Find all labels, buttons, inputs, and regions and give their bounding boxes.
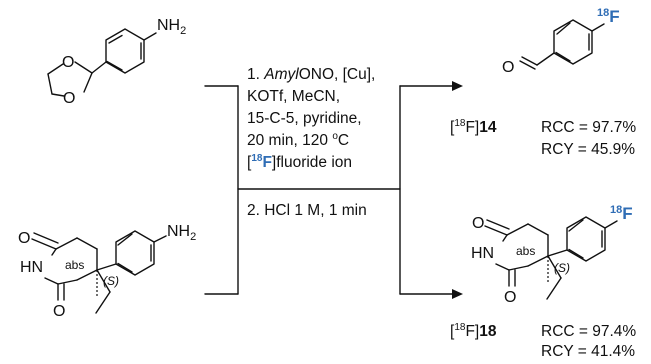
stereo-s-label: (S) bbox=[103, 274, 119, 288]
condition-line: 15-C-5, pyridine, bbox=[247, 110, 362, 127]
arrowhead-bottom bbox=[452, 289, 463, 299]
product-18-label: [18F]18 bbox=[450, 322, 497, 341]
condition-line: [18F]fluoride ion bbox=[247, 153, 353, 172]
imide-nh-label: HN bbox=[471, 245, 494, 262]
reactant-aminophenyl-dioxolane bbox=[47, 28, 157, 97]
reaction-conditions-step1: 1. AmylONO, [Cu], KOTf, MeCN, 15-C-5, py… bbox=[247, 64, 375, 174]
oxygen-label: O bbox=[472, 215, 484, 232]
abs-label: abs bbox=[65, 258, 84, 272]
oxygen-label: O bbox=[504, 289, 516, 306]
product-fluorobenzaldehyde bbox=[519, 19, 605, 70]
condition-line: 20 min, 120 oC bbox=[247, 131, 350, 150]
fluorine-18-label: 18F bbox=[597, 7, 620, 26]
arrowhead-top bbox=[452, 81, 463, 91]
oxygen-label: O bbox=[502, 59, 514, 76]
imide-nh-label: HN bbox=[20, 259, 43, 276]
reaction-arrows bbox=[204, 85, 456, 295]
reaction-conditions-step2: 2. HCl 1 M, 1 min bbox=[247, 202, 367, 219]
product-14-rcc: RCC = 97.7% bbox=[541, 119, 637, 136]
abs-label: abs bbox=[516, 244, 535, 258]
product-18-rcy: RCY = 41.4% bbox=[541, 343, 636, 360]
oxygen-label: O bbox=[18, 230, 30, 247]
product-fluoro-glutethimide bbox=[484, 216, 618, 300]
fluorine-18-label: 18F bbox=[610, 204, 633, 223]
reactant-aminoglutethimide bbox=[31, 230, 167, 314]
oxygen-label: O bbox=[63, 90, 75, 107]
product-18-rcc: RCC = 97.4% bbox=[541, 323, 637, 340]
amine-label: NH2 bbox=[167, 223, 196, 243]
stereo-s-label: (S) bbox=[554, 261, 570, 275]
oxygen-label: O bbox=[62, 54, 74, 71]
condition-line: 1. AmylONO, [Cu], bbox=[247, 66, 376, 83]
oxygen-label: O bbox=[53, 303, 65, 320]
product-14-label: [18F]14 bbox=[450, 118, 497, 137]
amine-label: NH2 bbox=[157, 17, 186, 37]
condition-line: KOTf, MeCN, bbox=[247, 88, 341, 105]
product-14-rcy: RCY = 45.9% bbox=[541, 141, 636, 158]
